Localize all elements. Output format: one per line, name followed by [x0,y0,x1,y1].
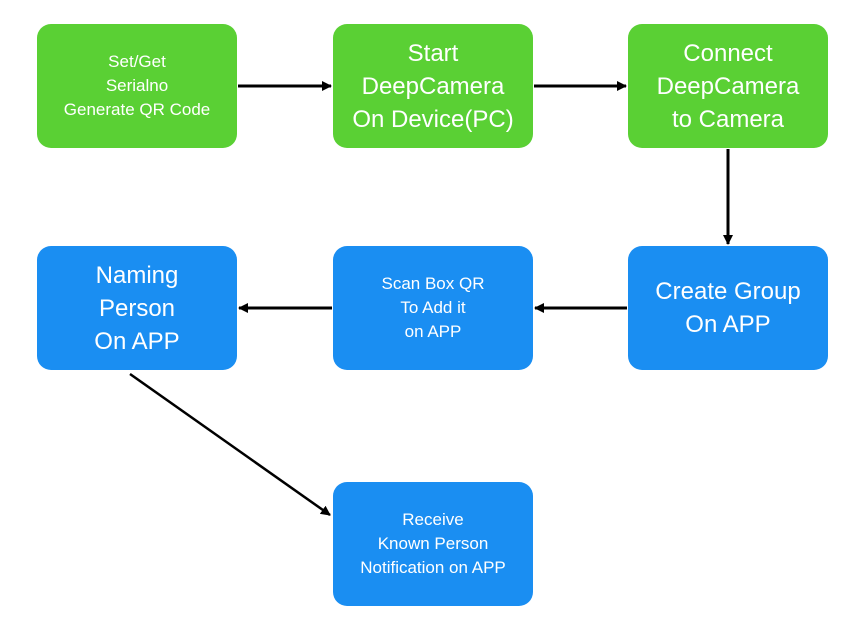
node-line: On APP [94,327,180,355]
node-line: Create Group [655,278,801,305]
node-line: Serialno [105,76,169,95]
node-line: Start [407,39,459,67]
node-connect-deepcamera: Connect DeepCamera to Camera [628,24,828,148]
node-line: Set/Get [108,52,166,71]
node-receive-notification: Receive Known Person Notification on APP [333,482,533,606]
node-line: Generate QR Code [63,100,211,119]
node-line: Receive [402,510,464,529]
node-scan-box-qr: Scan Box QR To Add it on APP [333,246,533,370]
node-line: On Device(PC) [352,105,514,133]
node-line: Scan Box QR [381,274,485,293]
node-line: Connect [683,39,773,67]
node-set-get-serialno: Set/Get Serialno Generate QR Code [37,24,237,148]
node-line: Person [98,294,176,322]
node-start-deepcamera: Start DeepCamera On Device(PC) [333,24,533,148]
node-line: Known Person [377,534,489,553]
node-naming-person: Naming Person On APP [37,246,237,370]
node-line: on APP [404,322,462,341]
node-line: On APP [685,311,771,338]
node-line: DeepCamera [361,72,505,100]
node-line: DeepCamera [656,72,800,100]
node-line: to Camera [671,105,785,133]
node-line: To Add it [400,298,466,317]
arrow-naming-to-receive [129,372,331,517]
node-line: Notification on APP [360,558,506,577]
node-create-group: Create Group On APP [628,246,828,370]
node-line: Naming [95,261,179,289]
